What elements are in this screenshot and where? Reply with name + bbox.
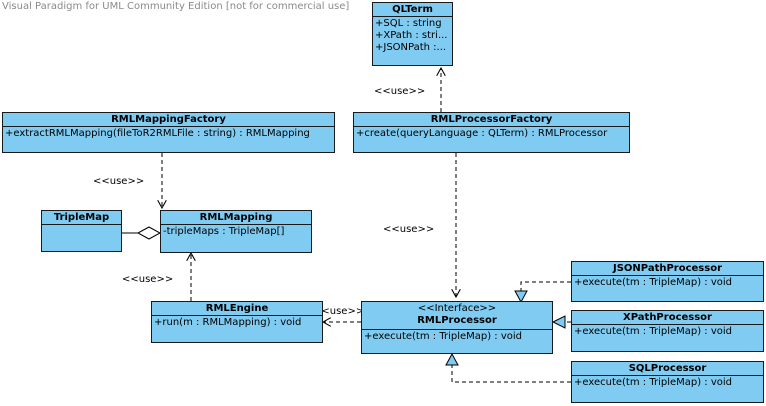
attribute: +XPath : stri...: [375, 30, 448, 41]
realization-line-sql: [451, 365, 571, 383]
class-name: JSONPathProcessor: [612, 263, 723, 274]
use-label-engine-processor: <<use>>: [313, 306, 364, 317]
class-rmlmappingfactory[interactable]: RMLMappingFactory +extractRMLMapping(fil…: [2, 112, 335, 153]
operation: +run(m : RMLMapping) : void: [154, 317, 302, 328]
interface-rmlprocessor[interactable]: <<Interface>> RMLProcessor +execute(tm :…: [361, 301, 553, 354]
class-name: TripleMap: [53, 212, 110, 223]
class-sqlprocessor[interactable]: SQLProcessor +execute(tm : TripleMap) : …: [571, 361, 764, 403]
class-name: QLTerm: [392, 4, 433, 15]
class-rmlprocessorfactory[interactable]: RMLProcessorFactory +create(queryLanguag…: [353, 112, 630, 153]
use-label-processor-factory: <<use>>: [383, 224, 434, 235]
class-name: XPathProcessor: [623, 312, 712, 323]
watermark: Visual Paradigm for UML Community Editio…: [2, 1, 350, 12]
operations-section: +execute(tm : TripleMap) : void: [572, 324, 763, 339]
class-name: RMLMapping: [199, 212, 273, 223]
attribute: +JSONPath :...: [375, 42, 447, 53]
operation: +extractRMLMapping(fileToR2RMLFile : str…: [5, 128, 310, 139]
operations-section: +run(m : RMLMapping) : void: [152, 315, 322, 330]
class-header: <<Interface>> RMLProcessor: [362, 302, 552, 327]
operations-section: +execute(tm : TripleMap) : void: [362, 329, 552, 344]
use-label-qlterm: <<use>>: [374, 86, 425, 97]
class-qlterm[interactable]: QLTerm +SQL : string +XPath : stri... +J…: [372, 2, 453, 66]
operation: +create(queryLanguage : QLTerm) : RMLPro…: [356, 128, 608, 139]
class-name: RMLProcessor: [417, 315, 497, 326]
class-name: RMLProcessorFactory: [430, 114, 553, 125]
attributes-section: -tripleMaps : TripleMap[]: [161, 224, 311, 239]
realization-triangle-sql: [445, 352, 459, 366]
class-rmlengine[interactable]: RMLEngine +run(m : RMLMapping) : void: [151, 301, 323, 343]
use-label-mapping-factory: <<use>>: [93, 176, 144, 187]
class-rmlmapping[interactable]: RMLMapping -tripleMaps : TripleMap[]: [160, 210, 312, 253]
class-name: RMLEngine: [205, 303, 269, 314]
class-triplemap[interactable]: TripleMap: [41, 210, 122, 252]
aggregation-diamond: [136, 226, 162, 240]
attribute: +SQL : string: [375, 18, 442, 29]
operation: +execute(tm : TripleMap) : void: [574, 277, 733, 288]
realization-line-jsonpath: [520, 281, 571, 291]
operation: +execute(tm : TripleMap) : void: [574, 377, 733, 388]
attribute: -tripleMaps : TripleMap[]: [163, 226, 285, 237]
class-name: RMLMappingFactory: [111, 114, 226, 125]
stereotype: <<Interface>>: [417, 303, 497, 314]
realization-triangle-xpath: [551, 315, 566, 329]
attributes-section: +SQL : string +XPath : stri... +JSONPath…: [373, 16, 452, 55]
attributes-section: [42, 224, 121, 251]
class-jsonpathprocessor[interactable]: JSONPathProcessor +execute(tm : TripleMa…: [571, 261, 764, 302]
operation: +execute(tm : TripleMap) : void: [364, 331, 523, 342]
class-name: SQLProcessor: [628, 363, 707, 374]
operations-section: +extractRMLMapping(fileToR2RMLFile : str…: [3, 126, 334, 141]
operations-section: +create(queryLanguage : QLTerm) : RMLPro…: [354, 126, 629, 141]
operations-section: +execute(tm : TripleMap) : void: [572, 275, 763, 290]
operations-section: +execute(tm : TripleMap) : void: [572, 375, 763, 390]
use-label-engine-mapping: <<use>>: [122, 274, 173, 285]
class-xpathprocessor[interactable]: XPathProcessor +execute(tm : TripleMap) …: [571, 310, 764, 352]
realization-triangle-jsonpath: [514, 290, 528, 304]
operation: +execute(tm : TripleMap) : void: [574, 326, 733, 337]
